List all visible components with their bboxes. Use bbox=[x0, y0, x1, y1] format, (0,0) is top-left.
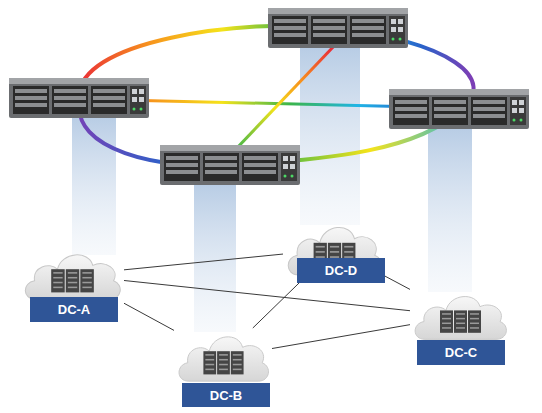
cloud-shape bbox=[410, 288, 510, 344]
server-icon bbox=[454, 310, 467, 332]
server-slot bbox=[470, 318, 479, 319]
server-icon bbox=[66, 269, 80, 292]
network-device bbox=[160, 145, 300, 185]
datacenter-label: DC-B bbox=[182, 383, 270, 407]
server-slot bbox=[330, 251, 339, 253]
server-slot bbox=[82, 272, 91, 274]
server-slot bbox=[233, 369, 242, 371]
server-slot bbox=[344, 246, 353, 248]
server-slot bbox=[205, 354, 214, 356]
datacenter-label: DC-C bbox=[417, 340, 505, 365]
datacenter-label: DC-D bbox=[297, 258, 385, 283]
link-line bbox=[253, 280, 302, 328]
cloud-shape bbox=[174, 328, 272, 386]
link-line bbox=[385, 276, 410, 289]
server-slot bbox=[68, 282, 77, 284]
datacenter-cloud: DC-A bbox=[20, 246, 124, 304]
server-slot bbox=[456, 313, 465, 314]
server-slot bbox=[82, 287, 91, 289]
datacenter-link bbox=[124, 303, 174, 330]
server-slot bbox=[233, 364, 242, 366]
server-slot bbox=[53, 277, 62, 279]
server-slot bbox=[442, 327, 451, 328]
server-slot bbox=[470, 323, 479, 324]
server-icon bbox=[80, 269, 94, 292]
network-device bbox=[9, 78, 149, 118]
server-slot bbox=[442, 323, 451, 324]
server-slot bbox=[344, 251, 353, 253]
cloud-outline bbox=[25, 255, 120, 299]
server-slot bbox=[53, 282, 62, 284]
server-icon bbox=[468, 310, 481, 332]
server-slot bbox=[233, 359, 242, 361]
server-slot bbox=[442, 318, 451, 319]
server-slot bbox=[219, 359, 228, 361]
link-line bbox=[124, 280, 410, 310]
network-device bbox=[389, 89, 529, 129]
server-slot bbox=[219, 354, 228, 356]
server-slot bbox=[219, 369, 228, 371]
datacenter-cloud: DC-C bbox=[410, 288, 510, 344]
server-icon bbox=[217, 351, 230, 374]
server-slot bbox=[442, 313, 451, 314]
server-slot bbox=[82, 282, 91, 284]
server-slot bbox=[470, 327, 479, 328]
cloud-outline bbox=[179, 337, 268, 381]
server-slot bbox=[470, 313, 479, 314]
link-line bbox=[124, 303, 174, 330]
server-icon bbox=[231, 351, 244, 374]
server-slot bbox=[53, 272, 62, 274]
server-slot bbox=[233, 354, 242, 356]
cloud-outline bbox=[415, 297, 506, 340]
server-slot bbox=[330, 246, 339, 248]
server-icon bbox=[440, 310, 453, 332]
server-slot bbox=[316, 246, 325, 248]
server-icon bbox=[51, 269, 65, 292]
server-slot bbox=[205, 359, 214, 361]
link-line bbox=[124, 254, 283, 270]
server-slot bbox=[205, 369, 214, 371]
cloud-shape bbox=[20, 246, 124, 304]
server-slot bbox=[68, 272, 77, 274]
link-band bbox=[194, 182, 236, 332]
server-icon bbox=[203, 351, 216, 374]
server-slot bbox=[456, 327, 465, 328]
datacenter-link bbox=[253, 280, 302, 328]
optical-link bbox=[235, 45, 335, 150]
datacenter-link bbox=[385, 276, 410, 289]
link-band bbox=[428, 126, 472, 292]
server-slot bbox=[316, 251, 325, 253]
datacenter-label: DC-A bbox=[30, 297, 118, 322]
datacenter-cloud: DC-D bbox=[283, 218, 385, 280]
link-line bbox=[272, 325, 410, 349]
datacenter-cloud: DC-B bbox=[174, 328, 272, 386]
server-slot bbox=[456, 318, 465, 319]
server-slot bbox=[205, 364, 214, 366]
server-slot bbox=[82, 277, 91, 279]
datacenter-link bbox=[124, 280, 410, 310]
network-device bbox=[268, 8, 408, 48]
server-slot bbox=[456, 323, 465, 324]
datacenter-link bbox=[272, 325, 410, 349]
server-slot bbox=[68, 287, 77, 289]
server-slot bbox=[53, 287, 62, 289]
datacenter-link bbox=[124, 254, 283, 270]
server-slot bbox=[219, 364, 228, 366]
server-slot bbox=[68, 277, 77, 279]
